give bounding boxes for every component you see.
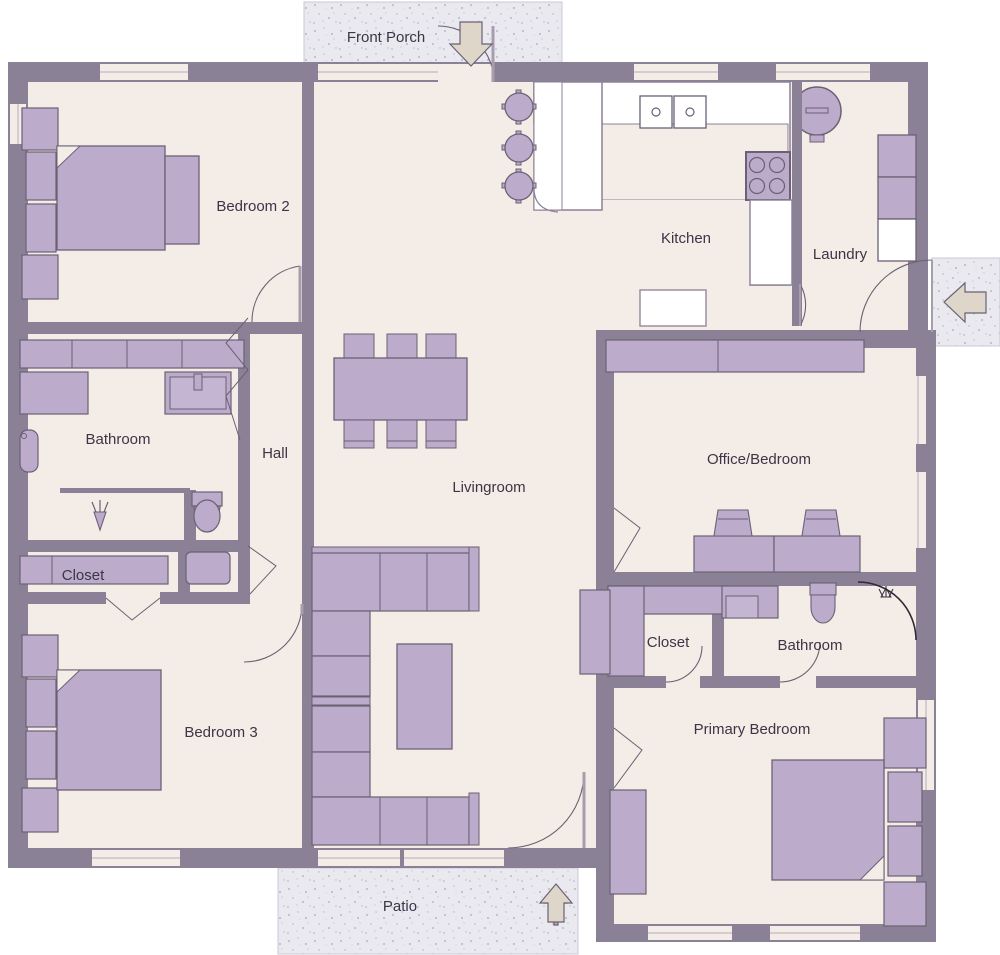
primary-bedroom-furniture (609, 717, 927, 927)
room-label-primary-bedroom: Primary Bedroom (694, 721, 811, 738)
bar-stools (501, 89, 537, 204)
room-label-laundry: Laundry (813, 246, 868, 263)
front-entry-arrow (448, 21, 494, 67)
primary-bathroom-fixtures (721, 582, 894, 624)
room-label-closet-primary: Closet (647, 634, 690, 651)
room-label-bathroom-hall: Bathroom (85, 431, 150, 448)
room-label-office-bedroom: Office/Bedroom (707, 451, 811, 468)
room-label-closet-hall: Closet (62, 567, 105, 584)
room-label-bedroom-2: Bedroom 2 (216, 198, 289, 215)
room-label-hall: Hall (262, 445, 288, 462)
hall-closet-furniture (19, 551, 231, 585)
patio-slab (277, 867, 579, 955)
door-openings (438, 64, 494, 82)
room-label-patio: Patio (383, 898, 417, 915)
office-furniture (605, 289, 865, 573)
bedroom-3-furniture (21, 634, 162, 833)
interior-walls (8, 82, 936, 848)
room-label-bathroom-primary: Bathroom (777, 637, 842, 654)
hall-bathroom-fixtures (19, 339, 245, 533)
room-label-kitchen: Kitchen (661, 230, 711, 247)
room-label-bedroom-3: Bedroom 3 (184, 724, 257, 741)
patio-entry-arrow (538, 883, 574, 926)
room-label-front-porch: Front Porch (347, 29, 425, 46)
doors (105, 25, 933, 849)
room-label-livingroom: Livingroom (452, 479, 525, 496)
room-labels: Front Porch Kitchen Laundry Bedroom 2 Ba… (62, 29, 868, 915)
dining-set (333, 333, 468, 449)
laundry-fixtures (749, 82, 917, 326)
primary-closet-furniture (579, 585, 727, 677)
side-entry-arrow (943, 281, 987, 324)
sectional-sofa (311, 546, 480, 846)
bedroom-2-furniture (21, 107, 200, 300)
